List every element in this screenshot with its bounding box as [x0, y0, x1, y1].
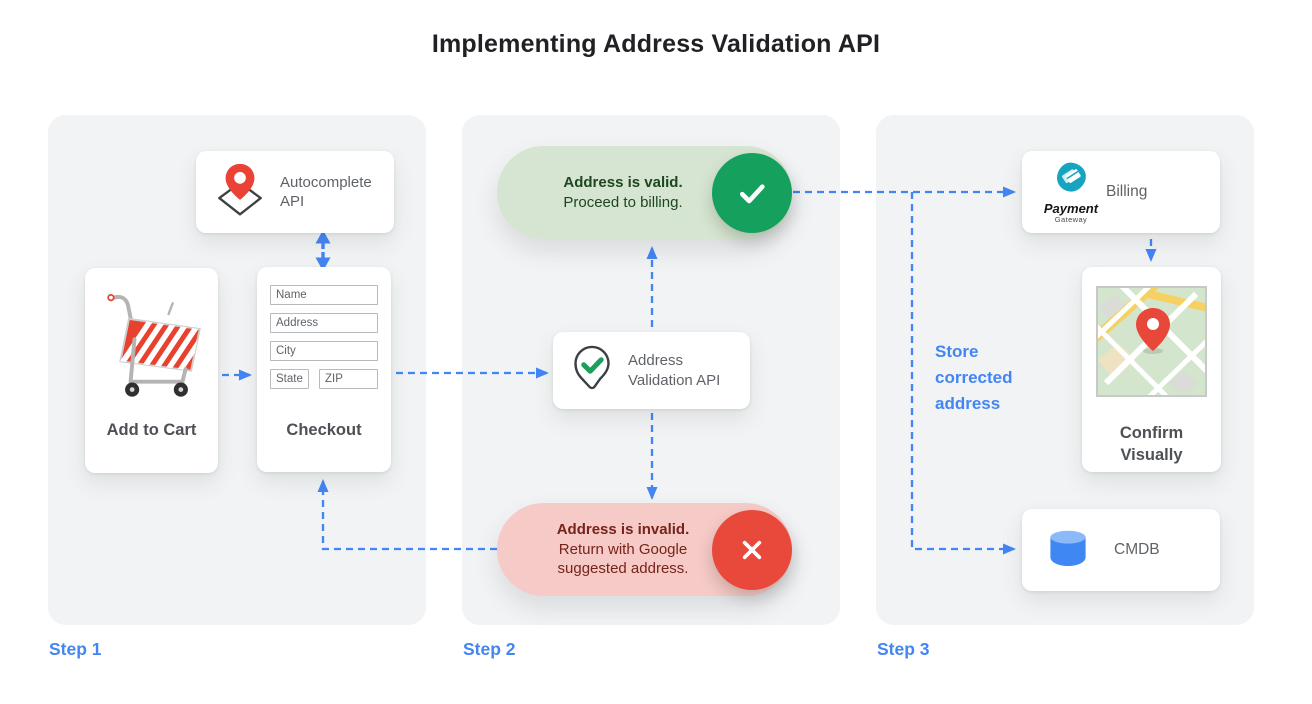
state-field: State: [270, 369, 309, 389]
invalid-pill-subtitle: Return with Google suggested address.: [557, 540, 689, 578]
database-icon: [1050, 530, 1086, 566]
address-field: Address: [270, 313, 378, 333]
confirm-visually-card: Confirm Visually: [1082, 267, 1221, 472]
address-invalid-pill: Address is invalid. Return with Google s…: [497, 503, 792, 596]
invalid-pill-title: Address is invalid.: [556, 520, 690, 538]
payment-gateway-logo-title: Payment: [1043, 201, 1099, 216]
valid-pill-subtitle: Proceed to billing.: [563, 193, 683, 211]
zip-field: ZIP: [319, 369, 378, 389]
payment-gateway-logo: Payment Gateway: [1042, 160, 1100, 224]
step3-label: Step 3: [877, 639, 930, 659]
pin-check-icon: [570, 343, 614, 398]
autocomplete-api-card: Autocomplete API: [196, 151, 394, 233]
map-thumbnail: [1086, 276, 1213, 402]
autocomplete-api-label: Autocomplete API: [280, 173, 372, 211]
name-field: Name: [270, 285, 378, 305]
address-valid-pill: Address is valid. Proceed to billing.: [497, 146, 792, 239]
cmdb-label: CMDB: [1114, 541, 1160, 558]
valid-pill-title: Address is valid.: [563, 173, 683, 191]
x-icon: [712, 509, 792, 590]
add-to-cart-card: Add to Cart: [85, 268, 218, 473]
checkout-label: Checkout: [286, 421, 362, 439]
cmdb-card: CMDB: [1022, 509, 1220, 591]
maps-pin-diamond-icon: [213, 161, 267, 224]
city-field: City: [270, 341, 378, 361]
store-corrected-address-note: Store corrected address: [935, 342, 1013, 413]
confirm-visually-label: Confirm Visually: [1119, 424, 1184, 464]
billing-label: Billing: [1106, 183, 1148, 200]
checkout-card: Name Address City State ZIP Checkout: [257, 267, 391, 472]
address-validation-api-card: Address Validation API: [553, 332, 750, 409]
step1-label: Step 1: [49, 639, 102, 659]
payment-gateway-logo-subtitle: Gateway: [1054, 215, 1088, 224]
add-to-cart-label: Add to Cart: [106, 421, 197, 439]
check-icon: [712, 152, 792, 233]
shopping-cart-icon: [107, 294, 201, 397]
diagram-title: Implementing Address Validation API: [431, 30, 881, 58]
billing-card: Payment Gateway Billing: [1022, 151, 1220, 233]
address-validation-api-label: Address Validation API: [628, 352, 721, 389]
step2-label: Step 2: [463, 639, 516, 659]
